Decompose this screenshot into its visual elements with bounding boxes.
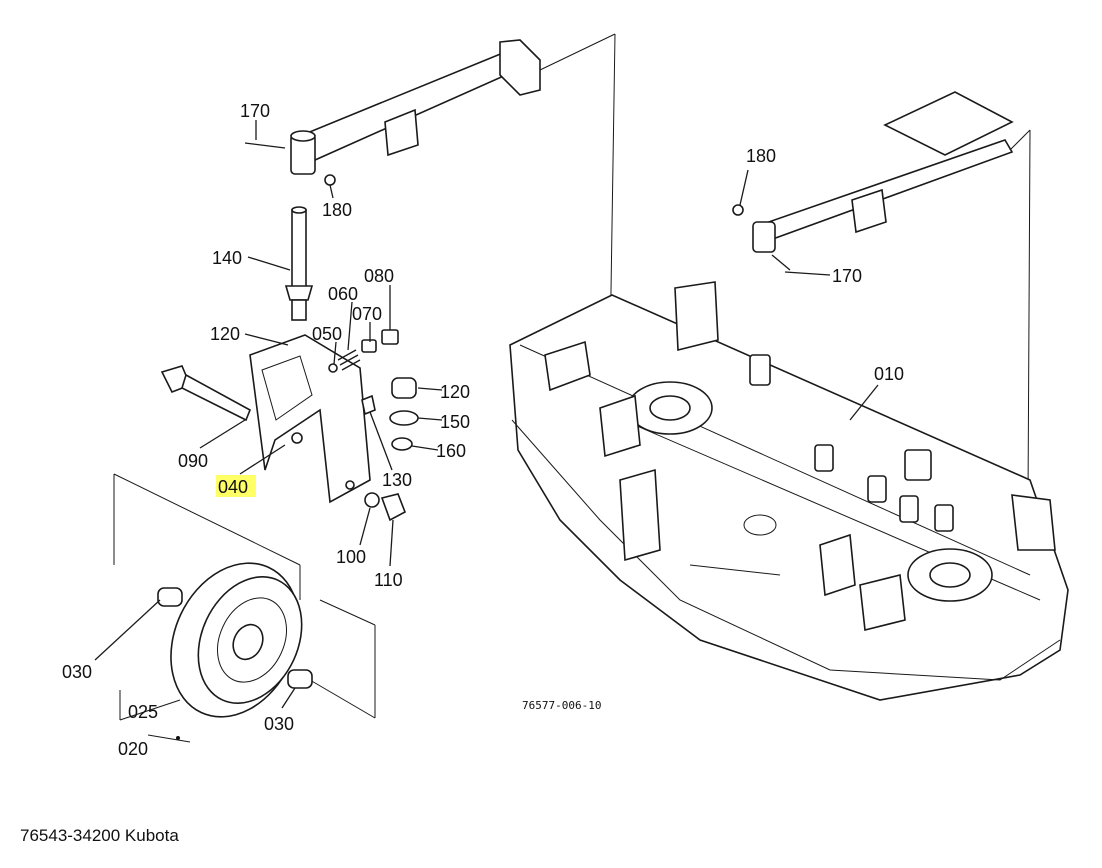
leader-lines bbox=[94, 120, 879, 743]
label-140[interactable]: 140 bbox=[212, 248, 242, 268]
label-180-top[interactable]: 180 bbox=[322, 200, 352, 220]
right-arm-assembly bbox=[732, 91, 1031, 501]
left-arm-assembly bbox=[113, 33, 616, 719]
label-025[interactable]: 025 bbox=[128, 702, 158, 722]
label-120-right[interactable]: 120 bbox=[440, 382, 470, 402]
label-090[interactable]: 090 bbox=[178, 451, 208, 471]
part-caption: 76543-34200 Kubota bbox=[20, 826, 179, 845]
label-160[interactable]: 160 bbox=[436, 441, 466, 461]
mower-deck bbox=[509, 281, 1069, 701]
label-170-top[interactable]: 170 bbox=[240, 101, 270, 121]
label-110[interactable]: 110 bbox=[374, 570, 403, 590]
label-120-left[interactable]: 120 bbox=[210, 324, 240, 344]
label-030-right[interactable]: 030 bbox=[264, 714, 294, 734]
gauge-wheel bbox=[157, 562, 313, 718]
label-040[interactable]: 040 bbox=[218, 477, 248, 497]
highlight-040 bbox=[216, 475, 256, 497]
label-030-left[interactable]: 030 bbox=[62, 662, 92, 682]
part-labels: 170 180 140 080 060 070 050 120 120 150 … bbox=[62, 101, 904, 759]
drawing-number: 76577-006-10 bbox=[522, 699, 601, 712]
label-170-right[interactable]: 170 bbox=[832, 266, 862, 286]
label-150[interactable]: 150 bbox=[440, 412, 470, 432]
label-050[interactable]: 050 bbox=[312, 324, 342, 344]
label-180-right[interactable]: 180 bbox=[746, 146, 776, 166]
label-060[interactable]: 060 bbox=[328, 284, 358, 304]
label-010[interactable]: 010 bbox=[874, 364, 904, 384]
label-100[interactable]: 100 bbox=[336, 547, 366, 567]
label-070[interactable]: 070 bbox=[352, 304, 382, 324]
label-080[interactable]: 080 bbox=[364, 266, 394, 286]
label-130[interactable]: 130 bbox=[382, 470, 412, 490]
label-020[interactable]: 020 bbox=[118, 739, 148, 759]
